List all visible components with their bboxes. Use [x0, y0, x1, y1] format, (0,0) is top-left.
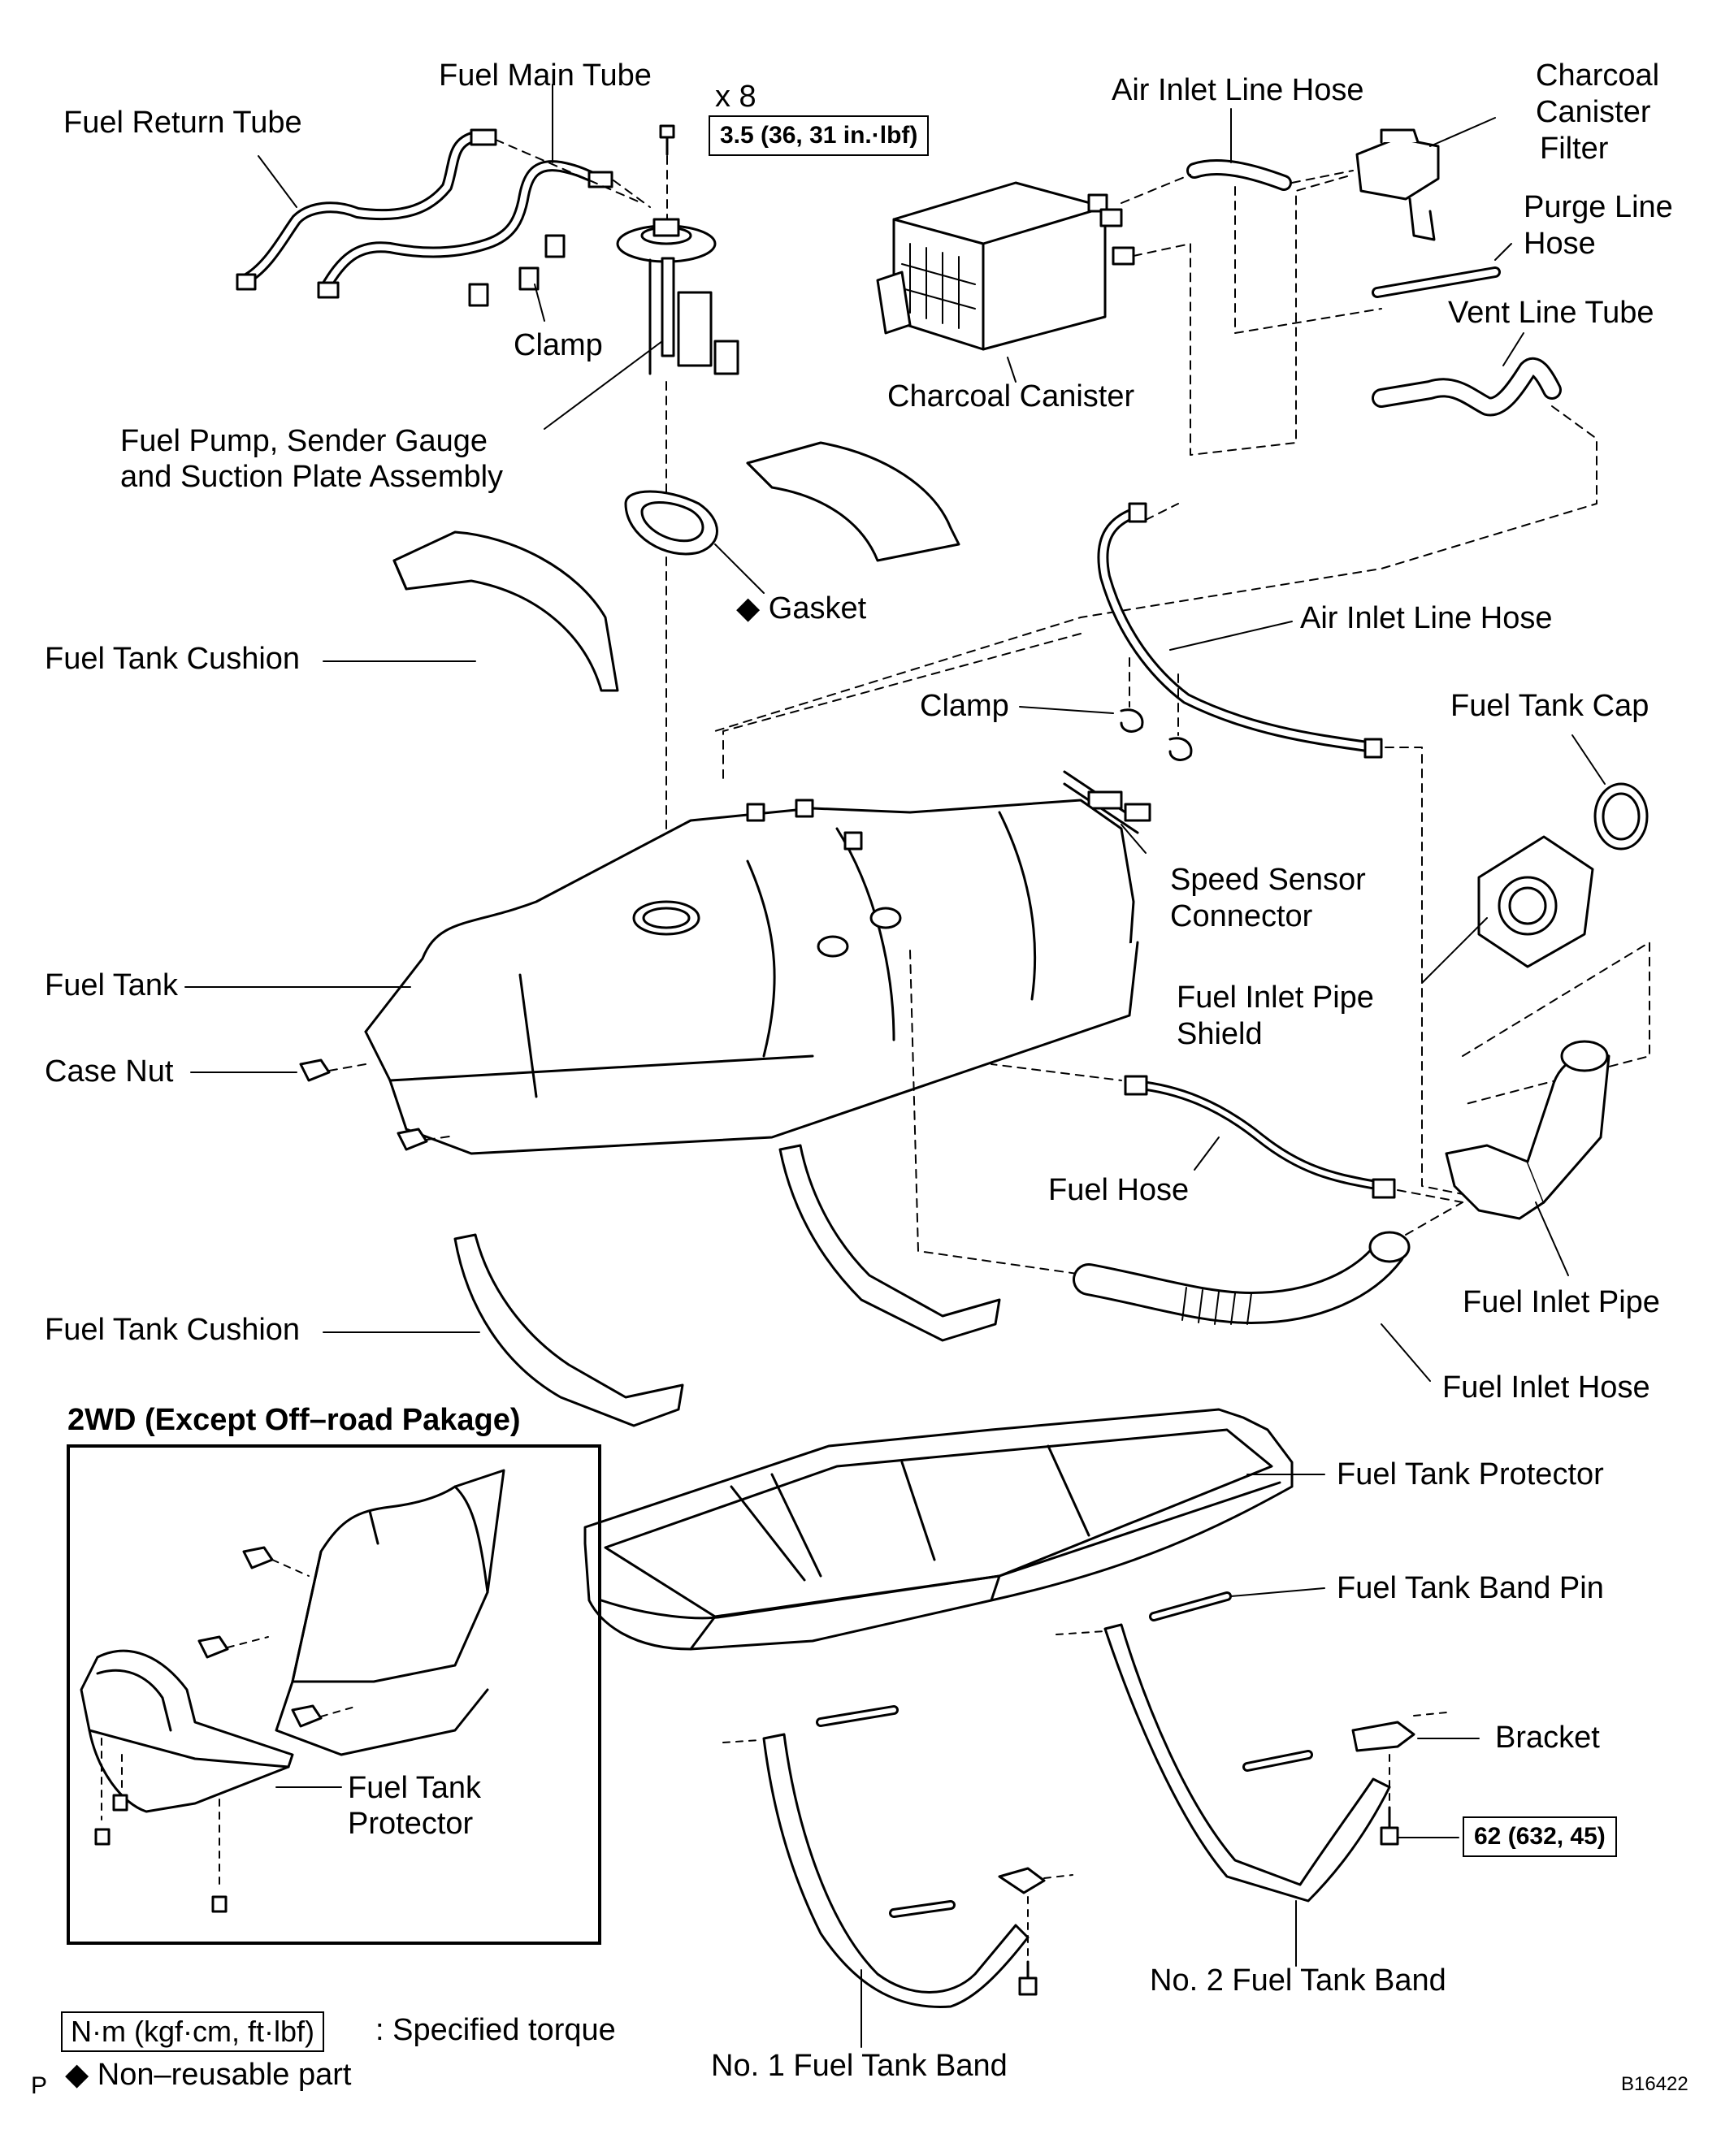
torque-box-pump-bolts: 3.5 (36, 31 in.·lbf) — [709, 115, 930, 156]
label-inset-protector-1: Fuel Tank — [348, 1771, 482, 1805]
no1-fuel-tank-band-part — [762, 1733, 1046, 2008]
speed-sensor-connector-part — [1063, 770, 1151, 834]
inset-bolts — [94, 1794, 228, 1913]
air-inlet-line-hose-part-mid — [1097, 502, 1383, 759]
label-fuel-pump-line1: Fuel Pump, Sender Gauge — [120, 424, 488, 458]
charcoal-canister-filter-part — [1355, 128, 1440, 241]
label-fuel-main-tube: Fuel Main Tube — [439, 58, 652, 93]
fuel-inlet-pipe-shield-part — [1477, 835, 1594, 968]
label-bracket: Bracket — [1495, 1721, 1600, 1755]
label-speed-sensor-2: Connector — [1170, 899, 1313, 933]
label-charcoal-canister-filter-3: Filter — [1540, 132, 1609, 166]
fuel-tank-protector-part — [583, 1408, 1294, 1651]
fuel-tank-cap-part — [1593, 782, 1649, 851]
legend-nonreusable: ◆ Non–reusable part — [65, 2055, 351, 2093]
label-gasket: ◆ Gasket — [736, 589, 866, 627]
label-fuel-tank-cushion-upper: Fuel Tank Cushion — [45, 642, 301, 676]
label-charcoal-canister: Charcoal Canister — [887, 379, 1135, 413]
fuel-tank-part — [364, 799, 1139, 1155]
inset-case-nuts — [197, 1546, 323, 1728]
nonreusable-diamond-icon: ◆ — [736, 590, 761, 626]
fuel-main-tube-part — [317, 160, 613, 299]
inset-title: 2WD (Except Off–road Pakage) — [67, 1403, 521, 1437]
label-x8: x 8 — [715, 80, 756, 114]
vent-line-tube-part — [1372, 357, 1562, 417]
pump-bolt-part — [659, 124, 675, 156]
torque-box-bracket-bolt: 62 (632, 45) — [1463, 1816, 1617, 1857]
label-fuel-return-tube: Fuel Return Tube — [63, 106, 302, 140]
bracket-part — [1351, 1721, 1415, 1752]
bracket-bolt-part — [1380, 1806, 1399, 1846]
fuel-tank-cushion-part-lower-right — [778, 1144, 1001, 1342]
label-no1-fuel-tank-band: No. 1 Fuel Tank Band — [711, 2049, 1008, 2083]
legend-torque-text: : Specified torque — [375, 2013, 616, 2047]
charcoal-canister-part — [876, 181, 1135, 351]
fuel-pump-assembly-part — [616, 218, 739, 375]
label-fuel-inlet-pipe: Fuel Inlet Pipe — [1463, 1285, 1660, 1319]
label-fuel-tank-band-pin: Fuel Tank Band Pin — [1337, 1571, 1604, 1605]
fuel-hose-part — [1124, 1075, 1396, 1199]
label-case-nut: Case Nut — [45, 1054, 174, 1089]
label-fuel-hose: Fuel Hose — [1048, 1173, 1190, 1207]
label-fuel-tank-cushion-lower: Fuel Tank Cushion — [45, 1313, 301, 1347]
label-clamp-top: Clamp — [514, 328, 603, 362]
clamp-parts-mid — [1120, 708, 1193, 761]
label-purge-line-hose-2: Hose — [1524, 227, 1596, 261]
gasket-part — [624, 490, 718, 556]
case-nut-parts — [299, 1059, 428, 1151]
figure-code: B16422 — [1621, 2073, 1688, 2095]
label-fuel-tank-cap: Fuel Tank Cap — [1450, 689, 1649, 723]
label-fuel-inlet-pipe-shield-1: Fuel Inlet Pipe — [1177, 981, 1374, 1015]
legend-diamond-icon: ◆ — [65, 2056, 89, 2092]
label-purge-line-hose-1: Purge Line — [1524, 190, 1673, 224]
fuel-tank-cushion-part-right — [746, 441, 960, 562]
no2-fuel-tank-band-part — [1103, 1623, 1391, 1903]
label-charcoal-canister-filter-2: Canister — [1536, 95, 1651, 129]
no1-band-bolt-part — [1018, 1960, 1038, 1996]
fuel-tank-cushion-part-lower-left — [453, 1233, 684, 1427]
label-charcoal-canister-filter-1: Charcoal — [1536, 58, 1660, 93]
fuel-inlet-pipe-part — [1445, 1040, 1610, 1220]
label-air-inlet-line-hose-mid: Air Inlet Line Hose — [1300, 601, 1553, 635]
air-inlet-line-hose-part-top — [1186, 158, 1292, 191]
purge-line-hose-part — [1372, 266, 1501, 298]
label-fuel-tank: Fuel Tank — [45, 968, 179, 1002]
label-air-inlet-line-hose-top: Air Inlet Line Hose — [1112, 73, 1364, 107]
label-clamp-mid: Clamp — [920, 689, 1009, 723]
fuel-inlet-hose-part — [1073, 1231, 1411, 1325]
label-fuel-tank-protector: Fuel Tank Protector — [1337, 1457, 1604, 1491]
label-no2-fuel-tank-band: No. 2 Fuel Tank Band — [1150, 1963, 1446, 1998]
legend-torque-box: N·m (kgf·cm, ft·lbf) — [61, 2011, 324, 2052]
label-gasket-text: Gasket — [768, 591, 867, 626]
label-inset-protector-2: Protector — [348, 1807, 474, 1841]
label-vent-line-tube: Vent Line Tube — [1448, 296, 1654, 330]
label-fuel-inlet-pipe-shield-2: Shield — [1177, 1017, 1263, 1051]
clamp-parts-top — [468, 234, 566, 307]
label-speed-sensor-1: Speed Sensor — [1170, 863, 1366, 897]
inset-frame — [67, 1444, 601, 1945]
fuel-return-tube-part — [236, 128, 497, 291]
page-mark: P — [31, 2072, 48, 2099]
fuel-tank-band-pin-part — [816, 1591, 1313, 1918]
fuel-tank-cushion-part-left — [392, 530, 619, 692]
legend-nonreusable-text: Non–reusable part — [97, 2058, 352, 2092]
label-fuel-pump-line2: and Suction Plate Assembly — [120, 460, 504, 494]
label-fuel-inlet-hose: Fuel Inlet Hose — [1442, 1370, 1650, 1405]
